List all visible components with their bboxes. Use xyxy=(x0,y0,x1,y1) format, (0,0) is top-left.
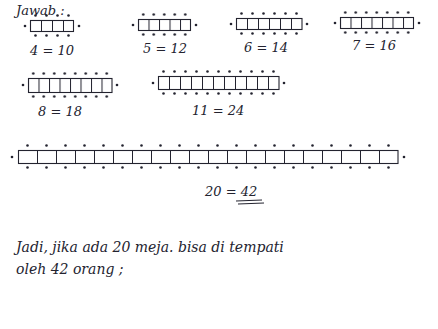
count-equation: 6 = 14 xyxy=(244,40,288,56)
table-7 xyxy=(334,10,421,35)
count-equation: 7 = 16 xyxy=(352,38,396,54)
table-11 xyxy=(152,69,286,96)
table-6 xyxy=(230,11,309,36)
table-5 xyxy=(132,12,198,37)
answer-heading: Jawab : xyxy=(16,3,65,19)
table-20 xyxy=(11,143,406,170)
table-8 xyxy=(22,71,119,99)
count-equation: 11 = 24 xyxy=(192,103,244,119)
conclusion-text: Jadi, jika ada 20 meja. bisa di tempati … xyxy=(16,236,286,280)
count-equation: 8 = 18 xyxy=(38,104,82,120)
count-equation: 20 = 42 xyxy=(205,184,257,200)
count-equation: 4 = 10 xyxy=(30,43,74,59)
double-underline xyxy=(236,200,264,204)
count-equation: 5 = 12 xyxy=(143,41,187,57)
